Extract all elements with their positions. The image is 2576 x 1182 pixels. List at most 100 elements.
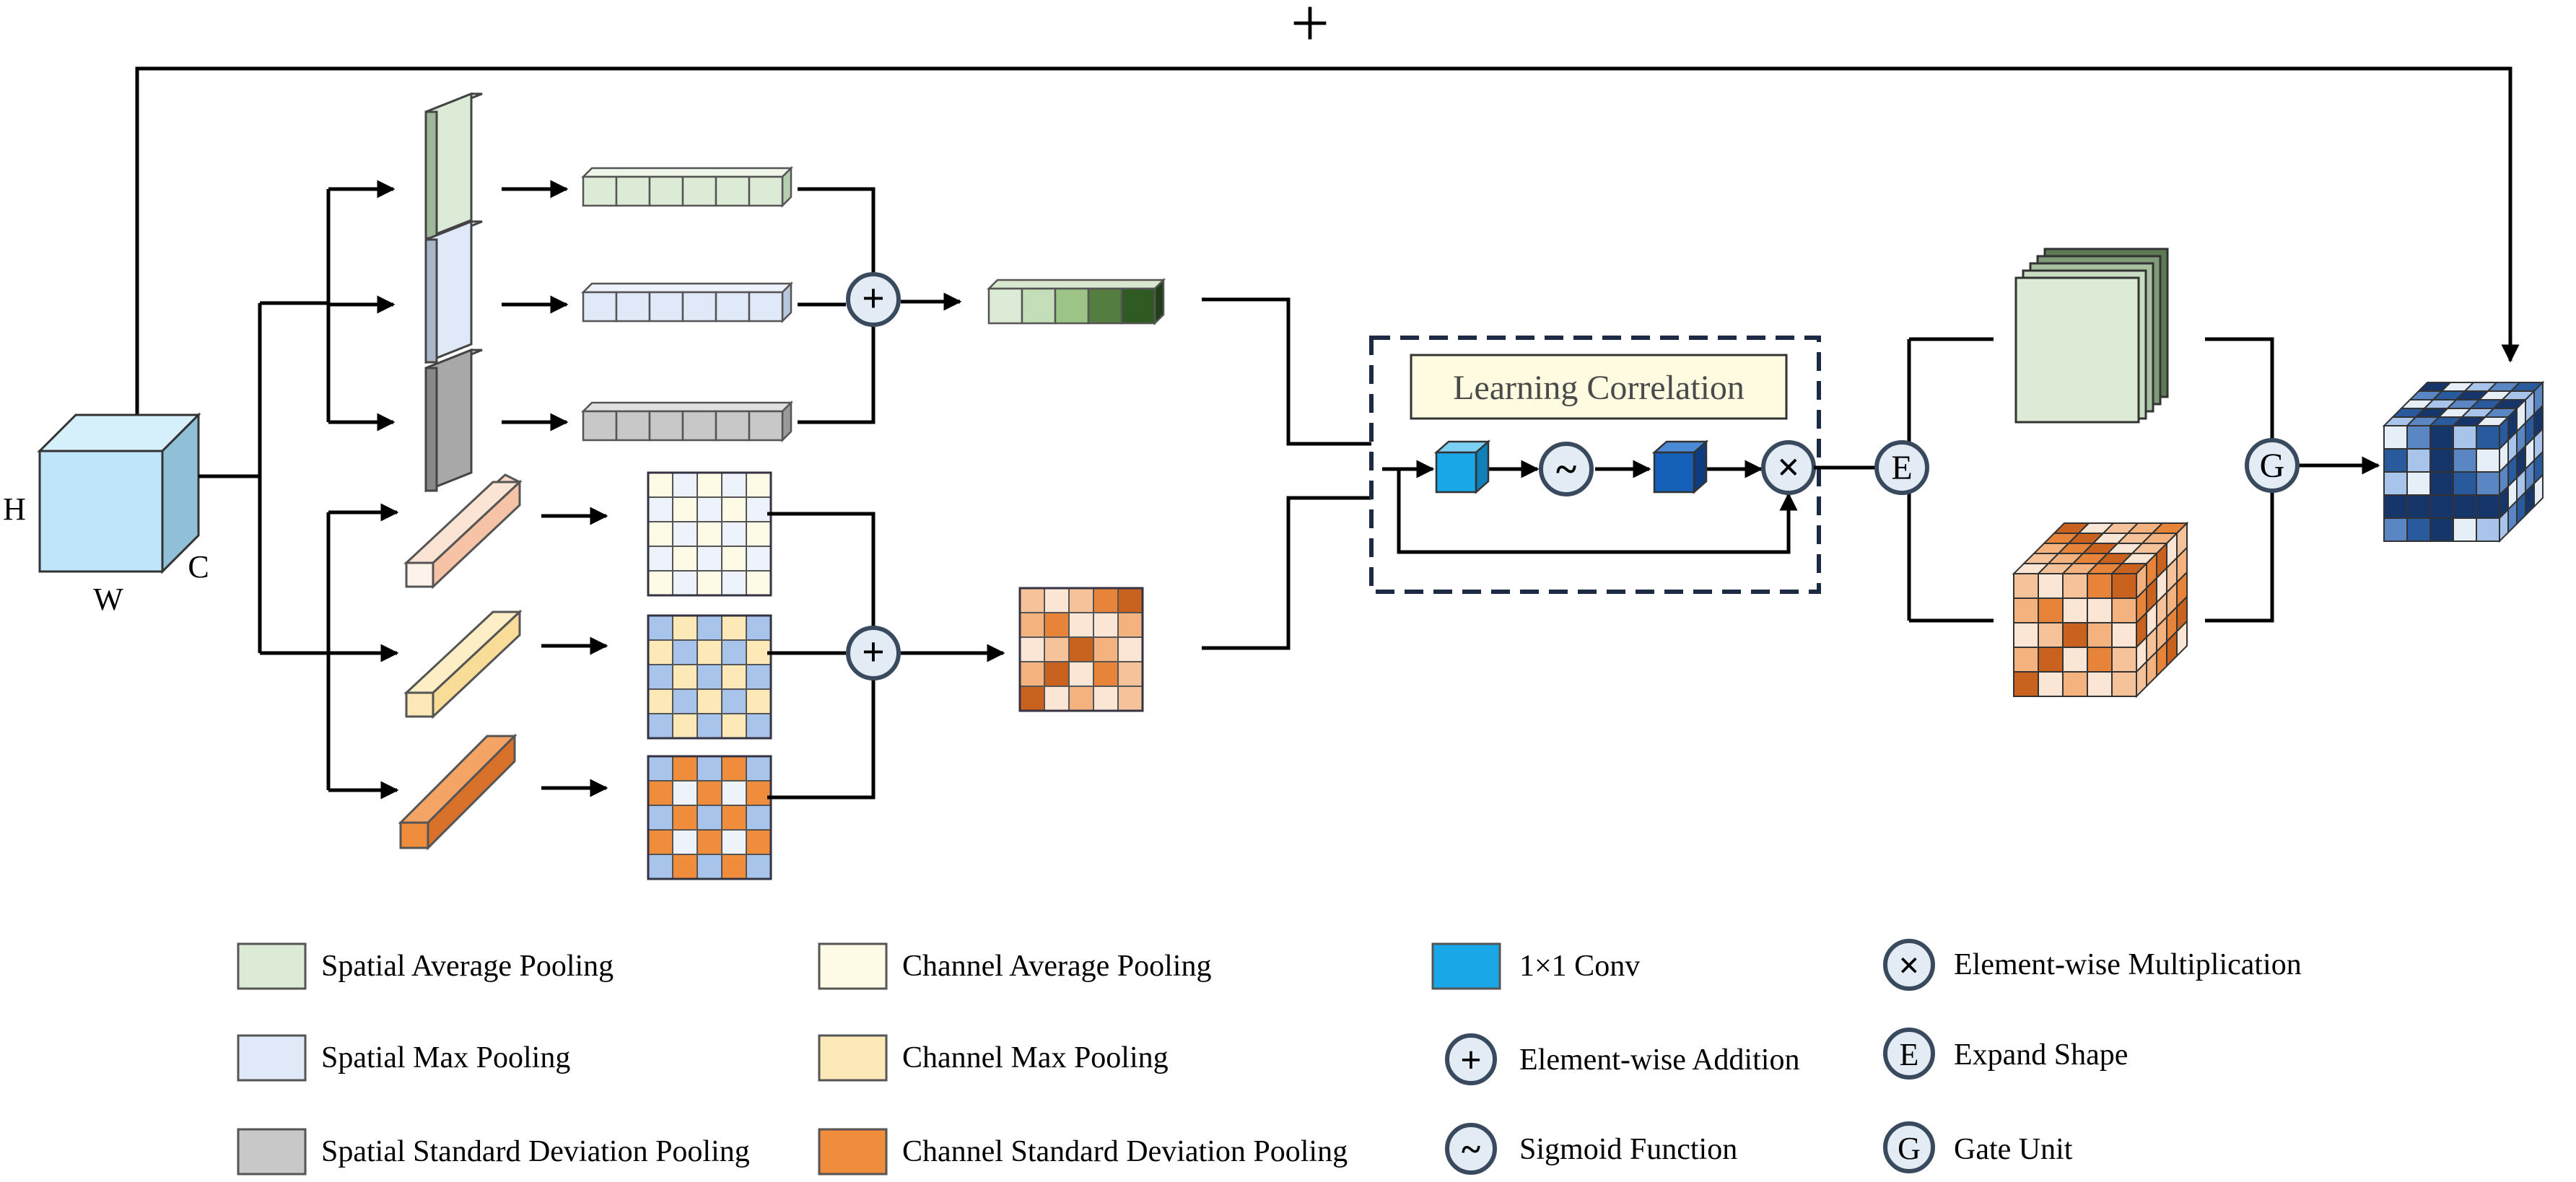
map-cell: [672, 664, 698, 690]
cube-front-cell: [2111, 671, 2137, 697]
map-cell: [647, 805, 673, 831]
map-cell: [697, 615, 722, 641]
map-cell: [672, 829, 698, 855]
map-cell: [721, 546, 747, 572]
vector-cell: [615, 410, 651, 442]
vector-cell: [648, 291, 684, 323]
map-cell: [647, 546, 673, 572]
cube-front-cell: [2087, 647, 2113, 673]
cube-front-cell: [2476, 448, 2500, 473]
map-cell: [1044, 612, 1070, 638]
sigmoid-operator-symbol: ~: [1556, 447, 1576, 491]
map-cell: [1093, 636, 1119, 662]
add-operator-channel: +: [846, 626, 901, 680]
vector-cell: [681, 410, 717, 442]
map-cell: [1019, 661, 1045, 687]
map-cell: [721, 496, 747, 522]
map-cell: [672, 780, 698, 806]
vector-top-face: [580, 167, 794, 178]
expand-operator: E: [1874, 440, 1929, 495]
cube-front-cell: [2476, 471, 2500, 496]
map-cell: [647, 780, 673, 806]
cube-front-cell: [2383, 471, 2408, 496]
legend-gate-letter: G: [1898, 1131, 1921, 1166]
map-cell: [1117, 686, 1143, 712]
cube-side-cell: [2533, 473, 2544, 509]
map-cell: [697, 546, 722, 572]
input-label-w: W: [93, 582, 123, 617]
cube-front-cell: [2406, 471, 2431, 496]
legend-label-channel-max: Channel Max Pooling: [902, 1041, 1169, 1074]
spatial-max-vector: [580, 281, 794, 324]
map-cell: [1117, 612, 1143, 638]
cube-front-cell: [2406, 425, 2431, 450]
legend-label-spatial-std: Spatial Standard Deviation Pooling: [321, 1135, 750, 1168]
residual-plus-symbol: +: [1291, 0, 1330, 61]
cube-front-cell: [2062, 597, 2088, 623]
cube-front-cell: [2087, 597, 2113, 623]
map-cell: [1019, 636, 1045, 662]
map-cell: [721, 854, 747, 880]
channel-avg-map: [647, 471, 772, 597]
legend-label-channel-avg: Channel Average Pooling: [902, 950, 1211, 983]
sigmoid-operator: ~: [1539, 442, 1594, 496]
cube-front-cell: [2062, 671, 2088, 697]
cube-front-cell: [2429, 448, 2454, 473]
vector-cell: [648, 410, 684, 442]
legend-item-multiply: × Element-wise Multiplication: [1883, 939, 2302, 991]
vector-cell: [1021, 287, 1057, 325]
map-cell: [1068, 686, 1094, 712]
map-cell: [672, 854, 698, 880]
cube-front-cell: [2062, 622, 2088, 648]
map-cell: [721, 664, 747, 690]
vector-cell: [582, 175, 618, 207]
cube-front-cell: [2013, 671, 2039, 697]
map-cell: [746, 664, 772, 690]
branch-connectors: [198, 180, 399, 800]
map-cell: [672, 570, 698, 596]
add-operator-spatial-symbol: +: [862, 276, 885, 321]
map-cell: [697, 805, 722, 831]
legend-item-gate: G Gate Unit: [1883, 1121, 2073, 1173]
vector-cell: [681, 175, 717, 207]
legend-label-conv: 1×1 Conv: [1519, 950, 1640, 983]
map-cell: [1093, 686, 1119, 712]
vector-top-face: [986, 279, 1166, 290]
vector-cell: [748, 410, 784, 442]
map-cell: [647, 639, 673, 665]
map-cell: [1044, 661, 1070, 687]
legend-item-expand: E Expand Shape: [1883, 1028, 2128, 1080]
map-cell: [1093, 587, 1119, 613]
map-cell: [746, 829, 772, 855]
legend-label-multiply: Element-wise Multiplication: [1954, 948, 2302, 981]
cube-front-cell: [2476, 425, 2500, 450]
map-cell: [697, 854, 722, 880]
cube-front-cell: [2429, 494, 2454, 519]
map-cell: [746, 472, 772, 498]
add-operator-channel-symbol: +: [862, 630, 885, 675]
legend-item-spatial-std: Spatial Standard Deviation Pooling: [237, 1128, 750, 1176]
legend-sigmoid-symbol: ~: [1462, 1129, 1480, 1169]
legend-multiply-symbol: ×: [1898, 945, 1920, 986]
legend-add-symbol: +: [1460, 1040, 1482, 1081]
cube-front-cell: [2038, 597, 2064, 623]
cube-front-cell: [2429, 471, 2454, 496]
expand-operator-letter: E: [1891, 449, 1912, 487]
cube-front-cell: [2476, 517, 2500, 542]
gate-operator-letter: G: [2260, 447, 2285, 485]
map-cell: [721, 570, 747, 596]
spatial-std-vector: [580, 400, 794, 443]
spatial-max-pool-slab: [424, 219, 483, 364]
pool-output-arrows: [502, 180, 608, 797]
cube-front-cell: [2038, 622, 2064, 648]
cube-front-cell: [2383, 425, 2408, 450]
map-cell: [1068, 636, 1094, 662]
residual-connection: +: [135, 0, 2520, 415]
map-cell: [697, 472, 722, 498]
vector-cell: [1054, 287, 1090, 325]
cube-front-cell: [2383, 494, 2408, 519]
map-cell: [746, 570, 772, 596]
map-cell: [672, 546, 698, 572]
map-cell: [721, 615, 747, 641]
legend: Spatial Average Pooling Spatial Max Pool…: [237, 939, 2302, 1176]
